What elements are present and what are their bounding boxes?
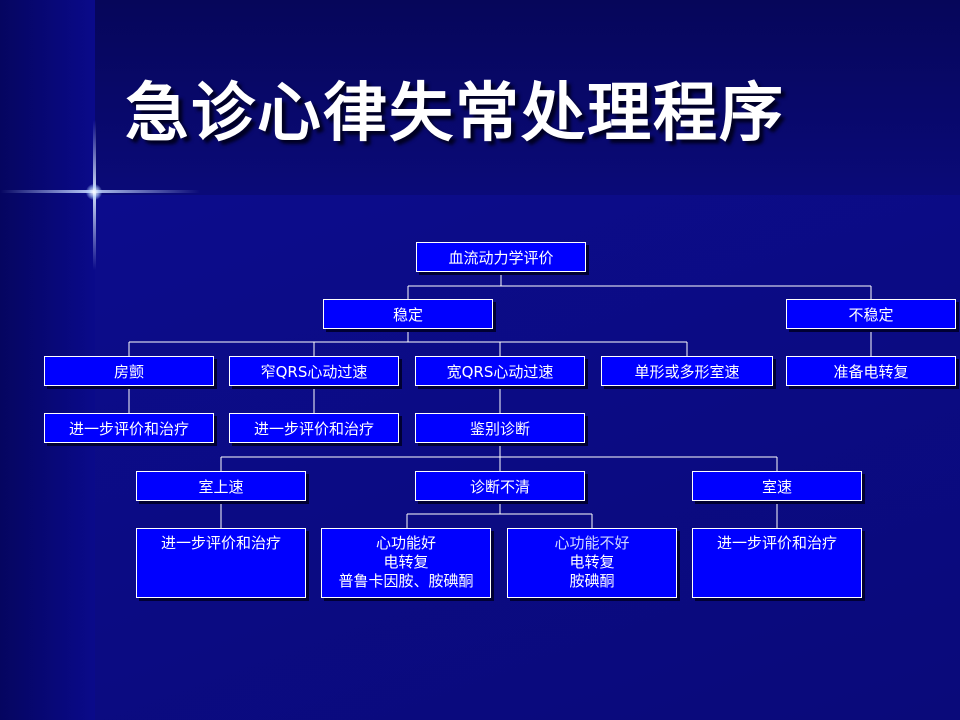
node-differential-diagnosis: 鉴别诊断 (415, 413, 585, 443)
poor-function-line2: 电转复 (569, 553, 615, 571)
poor-function-line1: 心功能不好 (554, 534, 630, 552)
node-diagnosis-unclear: 诊断不清 (415, 471, 585, 501)
node-stable: 稳定 (323, 299, 493, 329)
node-svt: 室上速 (136, 471, 306, 501)
node-vt: 室速 (692, 471, 862, 501)
good-function-line1: 心功能好 (375, 534, 436, 552)
node-vt-further-evaluation: 进一步评价和治疗 (692, 528, 862, 598)
good-function-line2: 电转复 (383, 553, 429, 571)
node-monomorphic-polymorphic-vt: 单形或多形室速 (601, 356, 773, 386)
svt-further-evaluation-text: 进一步评价和治疗 (160, 534, 281, 552)
slide-title: 急诊心律失常处理程序 (125, 77, 785, 151)
node-prepare-cardioversion: 准备电转复 (786, 356, 956, 386)
node-good-cardiac-function: 心功能好 电转复 普鲁卡因胺、胺碘酮 (321, 528, 491, 598)
light-flare-center (86, 184, 102, 200)
vt-further-evaluation-text: 进一步评价和治疗 (716, 534, 837, 552)
node-svt-further-evaluation: 进一步评价和治疗 (136, 528, 306, 598)
node-hemodynamic-assessment: 血流动力学评价 (416, 242, 586, 272)
good-function-line3: 普鲁卡因胺、胺碘酮 (338, 572, 474, 590)
background-top-band (0, 0, 960, 195)
node-wide-qrs-tachycardia: 宽QRS心动过速 (415, 356, 585, 386)
node-afib-further-evaluation: 进一步评价和治疗 (44, 413, 214, 443)
node-narrow-qrs-tachycardia: 窄QRS心动过速 (229, 356, 399, 386)
node-narrow-further-evaluation: 进一步评价和治疗 (229, 413, 399, 443)
poor-function-line3: 胺碘酮 (569, 572, 615, 590)
node-unstable: 不稳定 (786, 299, 956, 329)
node-atrial-fibrillation: 房颤 (44, 356, 214, 386)
node-poor-cardiac-function: 心功能不好 电转复 胺碘酮 (507, 528, 677, 598)
